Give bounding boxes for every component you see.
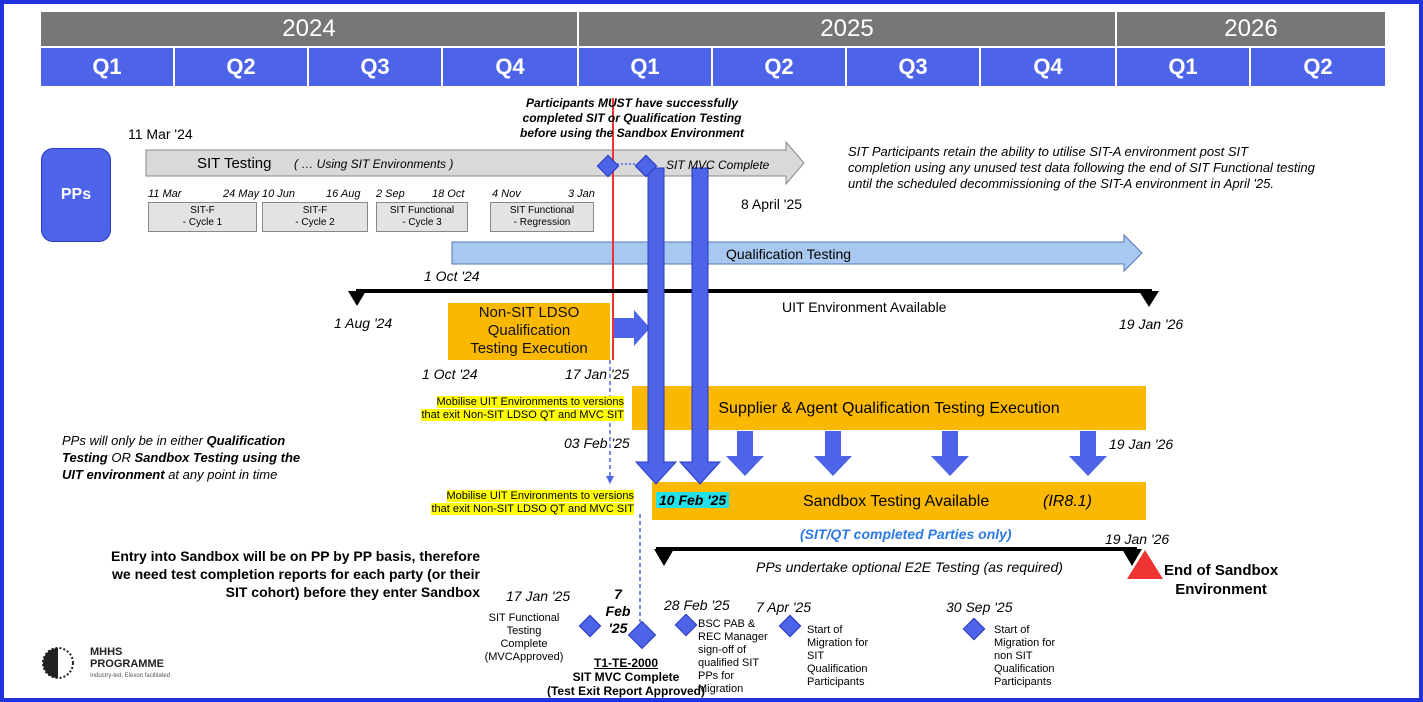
cycle-end: 16 Aug xyxy=(326,188,361,200)
sandbox-ir-label: (IR8.1) xyxy=(1043,493,1092,510)
milestone-date: 17 Jan '25 xyxy=(506,588,571,604)
non-sit-ldso-label: Non-SIT LDSO Qualification Testing Execu… xyxy=(470,304,588,357)
sandbox-completed-note: (SIT/QT completed Parties only) xyxy=(800,526,1012,542)
sandbox-testing-bar xyxy=(652,482,1146,520)
non-sit-ldso-box xyxy=(448,303,610,360)
supplier-down-arrow xyxy=(1069,431,1107,476)
sit-testing-sublabel: ( … Using SIT Environments ) xyxy=(294,157,454,171)
quarter-header: Q4 xyxy=(443,48,577,86)
pps-box: PPs xyxy=(41,148,111,242)
milestone-date: 7 Apr '25 xyxy=(756,599,812,615)
uit-end-marker xyxy=(1139,291,1159,307)
sit-start-date: 11 Mar '24 xyxy=(128,126,193,142)
mobilise-note-2: Mobilise UIT Environments to versions th… xyxy=(431,490,634,515)
diagram-shapes xyxy=(42,98,1163,679)
cycle-box: SIT-F- Cycle 1 xyxy=(148,202,257,232)
milestone-label: T1-TE-2000 SIT MVC Complete (Test Exit R… xyxy=(546,656,705,698)
quarter-header: Q2 xyxy=(175,48,307,86)
e2e-label: PPs undertake optional E2E Testing (as r… xyxy=(756,559,1063,575)
qualification-testing-label: Qualification Testing xyxy=(726,246,852,262)
milestone-date: 30 Sep '25 xyxy=(946,599,1013,615)
sandbox-start-date: 10 Feb '25 xyxy=(656,492,730,508)
down-arrow-sandbox-2 xyxy=(678,167,722,485)
e2e-end-marker xyxy=(1122,549,1142,566)
quarter-header: Q1 xyxy=(1117,48,1249,86)
sit-testing-label: SIT Testing xyxy=(197,155,272,172)
year-header-2026: 2026 xyxy=(1117,12,1385,46)
milestone-label: Start of Migration for non SIT Qualifica… xyxy=(994,624,1056,688)
supplier-down-arrow xyxy=(726,431,764,476)
uit-end-date: 19 Jan '26 xyxy=(1119,316,1184,332)
entry-note: Entry into Sandbox will be on PP by PP b… xyxy=(110,548,480,600)
cycle-box: SIT Functional- Cycle 3 xyxy=(376,202,468,232)
supplier-agent-qt-bar xyxy=(632,386,1146,430)
end-of-sandbox-label: End of Sandbox Environment xyxy=(1164,562,1279,598)
non-sit-arrow xyxy=(614,310,650,346)
mhhs-logo-icon xyxy=(42,647,74,679)
mobilise-note-1: Mobilise UIT Environments to versions th… xyxy=(421,396,624,421)
down-arrow-sandbox-1 xyxy=(634,167,678,485)
cycle-start: 2 Sep xyxy=(376,188,405,200)
quarter-header: Q2 xyxy=(1251,48,1385,86)
supplier-end-date: 19 Jan '26 xyxy=(1109,436,1174,452)
pps-only-note: PPs will only be in either Qualification… xyxy=(62,433,301,482)
year-header-2024: 2024 xyxy=(41,12,577,46)
sit-end-date: 8 April '25 xyxy=(741,196,803,212)
sandbox-end-date: 19 Jan '26 xyxy=(1105,531,1170,547)
cycle-start: 10 Jun xyxy=(262,188,296,200)
cycle-start: 4 Nov xyxy=(492,188,521,200)
supplier-agent-label: Supplier & Agent Qualification Testing E… xyxy=(718,400,1060,417)
milestone-label: SIT Functional Testing Complete (MVCAppr… xyxy=(484,612,564,663)
sandbox-testing-label: Sandbox Testing Available xyxy=(803,493,990,510)
quarter-header: Q3 xyxy=(847,48,979,86)
sit-testing-arrow xyxy=(145,140,805,186)
cycle-end: 24 May xyxy=(223,188,260,200)
end-of-sandbox-triangle xyxy=(1127,550,1163,579)
non-sit-start-date: 1 Oct '24 xyxy=(422,366,478,382)
supplier-start-date: 03 Feb '25 xyxy=(564,435,630,451)
cycle-start: 11 Mar xyxy=(148,188,182,200)
qualification-start-date: 1 Oct '24 xyxy=(424,268,480,284)
year-header-2025: 2025 xyxy=(579,12,1115,46)
uit-environment-label: UIT Environment Available xyxy=(782,299,947,315)
sit-mvc-label: SIT MVC Complete xyxy=(666,158,770,172)
quarter-header: Q4 xyxy=(981,48,1115,86)
supplier-down-arrow xyxy=(814,431,852,476)
participants-note: Participants MUST have successfully comp… xyxy=(519,96,745,140)
uit-start-marker xyxy=(348,291,366,306)
cycle-box: SIT Functional- Regression xyxy=(490,202,594,232)
supplier-down-arrow xyxy=(931,431,969,476)
milestone-date: 7 Feb '25 xyxy=(605,586,631,636)
milestone-label: Start of Migration for SIT Qualification… xyxy=(807,624,869,688)
quarter-header: Q1 xyxy=(41,48,173,86)
qualification-testing-arrow xyxy=(451,233,1143,273)
milestone-label: BSC PAB & REC Manager sign-off of qualif… xyxy=(698,618,768,695)
cycle-end: 18 Oct xyxy=(432,188,465,200)
quarter-header: Q2 xyxy=(713,48,845,86)
cycle-box: SIT-F- Cycle 2 xyxy=(262,202,368,232)
quarter-header: Q1 xyxy=(579,48,711,86)
non-sit-end-date: 17 Jan '25 xyxy=(565,366,630,382)
mhhs-logo: MHHS PROGRAMME Industry-led, Elexon faci… xyxy=(90,646,171,679)
e2e-start-marker xyxy=(654,549,674,566)
cycle-end: 3 Jan xyxy=(568,188,595,200)
milestone-date: 28 Feb '25 xyxy=(664,597,730,613)
uit-start-date: 1 Aug '24 xyxy=(334,315,393,331)
sit-a-note: SIT Participants retain the ability to u… xyxy=(848,144,1315,191)
quarter-header: Q3 xyxy=(309,48,441,86)
